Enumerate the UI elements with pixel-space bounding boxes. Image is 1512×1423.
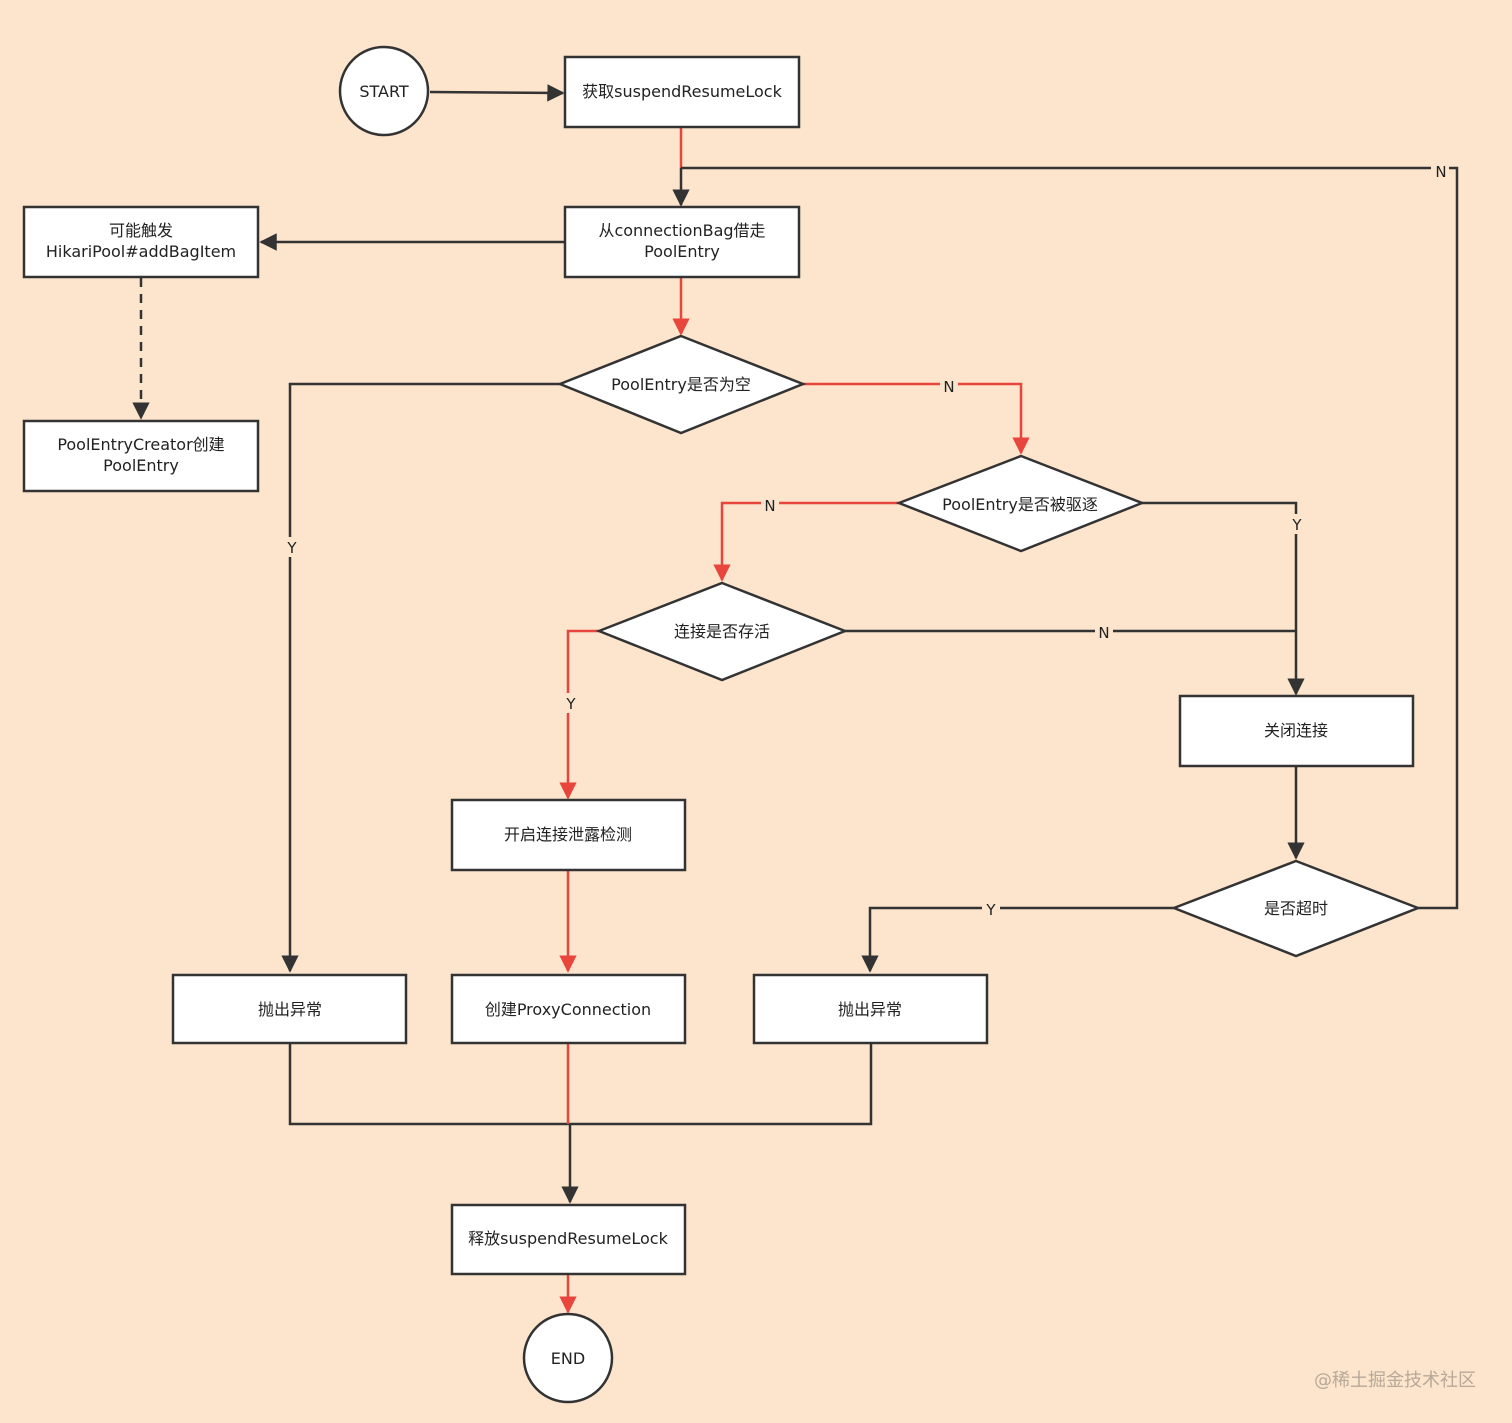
svg-text:是否超时: 是否超时 <box>1264 899 1328 918</box>
svg-text:释放suspendResumeLock: 释放suspendResumeLock <box>468 1229 668 1248</box>
svg-text:PoolEntry是否为空: PoolEntry是否为空 <box>611 375 751 394</box>
end-node: END <box>522 1312 614 1404</box>
svg-text:N: N <box>1435 163 1446 181</box>
label-alive-yes: Y <box>562 693 580 713</box>
edge-timeout-yes <box>861 906 1174 973</box>
svg-text:N: N <box>764 497 775 515</box>
is-timeout-decision: 是否超时 <box>1170 859 1422 958</box>
nodes: START 获取suspendResumeLock 从connectionBag… <box>22 45 1422 1404</box>
edges <box>132 84 1459 1314</box>
release-lock-box: 释放suspendResumeLock <box>450 1203 687 1276</box>
edge-evicted-no <box>713 501 899 582</box>
svg-text:PoolEntry: PoolEntry <box>644 242 720 261</box>
svg-text:关闭连接: 关闭连接 <box>1264 721 1328 740</box>
svg-text:开启连接泄露检测: 开启连接泄露检测 <box>504 825 632 844</box>
label-evicted-yes: Y <box>1288 514 1306 534</box>
svg-text:PoolEntry是否被驱逐: PoolEntry是否被驱逐 <box>942 495 1098 514</box>
throw-exception-right-box: 抛出异常 <box>752 973 989 1045</box>
acquire-lock-box: 获取suspendResumeLock <box>563 55 801 129</box>
label-alive-no: N <box>1095 622 1113 642</box>
svg-text:获取suspendResumeLock: 获取suspendResumeLock <box>582 82 782 101</box>
watermark: @稀土掘金技术社区 <box>1314 1370 1476 1391</box>
edge-throws-merge <box>288 1044 873 1126</box>
is-null-decision: PoolEntry是否为空 <box>556 334 807 435</box>
label-evicted-no: N <box>761 495 779 515</box>
svg-text:Y: Y <box>1291 516 1302 534</box>
borrow-entry-box: 从connectionBag借走 PoolEntry <box>563 205 801 279</box>
svg-text:HikariPool#addBagItem: HikariPool#addBagItem <box>46 242 236 261</box>
edge-labels: N N N Y N Y Y Y <box>283 161 1449 919</box>
svg-text:可能触发: 可能触发 <box>109 221 173 240</box>
edge-isnull-no <box>803 382 1030 455</box>
svg-text:Y: Y <box>985 901 996 919</box>
svg-text:Y: Y <box>565 695 576 713</box>
svg-text:抛出异常: 抛出异常 <box>838 1000 902 1019</box>
svg-text:PoolEntry: PoolEntry <box>103 456 179 475</box>
edge-isnull-yes <box>281 382 560 973</box>
entry-creator-box: PoolEntryCreator创建 PoolEntry <box>22 419 260 493</box>
svg-text:创建ProxyConnection: 创建ProxyConnection <box>485 1000 651 1019</box>
svg-text:END: END <box>551 1349 585 1368</box>
svg-text:Y: Y <box>286 539 297 557</box>
svg-text:N: N <box>943 378 954 396</box>
edge-evicted-yes <box>1142 501 1305 696</box>
svg-text:N: N <box>1098 624 1109 642</box>
close-connection-box: 关闭连接 <box>1178 694 1415 768</box>
throw-exception-left-box: 抛出异常 <box>171 973 408 1045</box>
label-isnull-no: N <box>940 376 958 396</box>
svg-text:抛出异常: 抛出异常 <box>258 1000 322 1019</box>
leak-detection-box: 开启连接泄露检测 <box>450 798 687 872</box>
label-timeout-yes: Y <box>982 899 1000 919</box>
svg-text:连接是否存活: 连接是否存活 <box>674 622 770 641</box>
label-isnull-yes: Y <box>283 537 301 557</box>
start-node: START <box>338 45 430 137</box>
is-alive-decision: 连接是否存活 <box>595 581 849 682</box>
edge-timeout-no-loop <box>681 166 1459 910</box>
label-timeout-no: N <box>1431 161 1449 181</box>
edge-alive-yes <box>559 629 599 800</box>
svg-text:PoolEntryCreator创建: PoolEntryCreator创建 <box>57 435 224 454</box>
create-proxy-box: 创建ProxyConnection <box>450 973 687 1045</box>
add-bag-item-box: 可能触发 HikariPool#addBagItem <box>22 205 260 279</box>
edge-start-to-acquire <box>429 84 565 102</box>
svg-text:START: START <box>359 82 409 101</box>
is-evicted-decision: PoolEntry是否被驱逐 <box>895 454 1146 553</box>
svg-text:从connectionBag借走: 从connectionBag借走 <box>598 221 765 240</box>
